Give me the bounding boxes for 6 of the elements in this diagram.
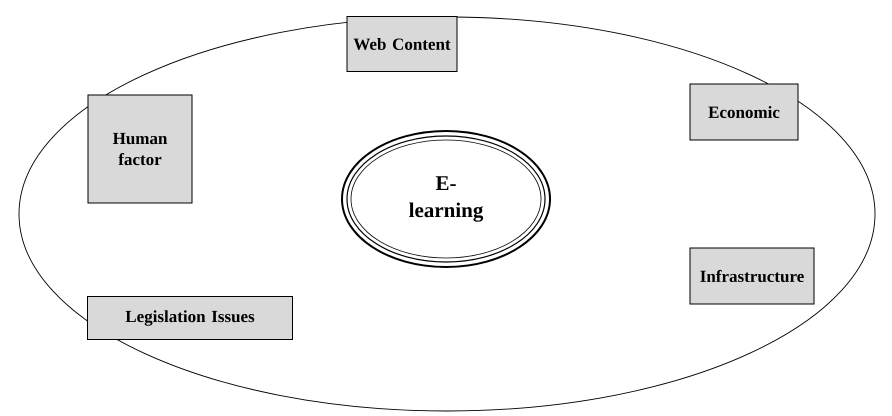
label-box: Human factor <box>88 94 192 204</box>
outer-ellipse <box>18 16 876 412</box>
label-box: Web Content <box>346 16 458 72</box>
label-box: Infrastructure <box>690 248 814 304</box>
label-box: Legislation Issues <box>87 296 293 340</box>
label-box: Economic <box>690 84 798 140</box>
